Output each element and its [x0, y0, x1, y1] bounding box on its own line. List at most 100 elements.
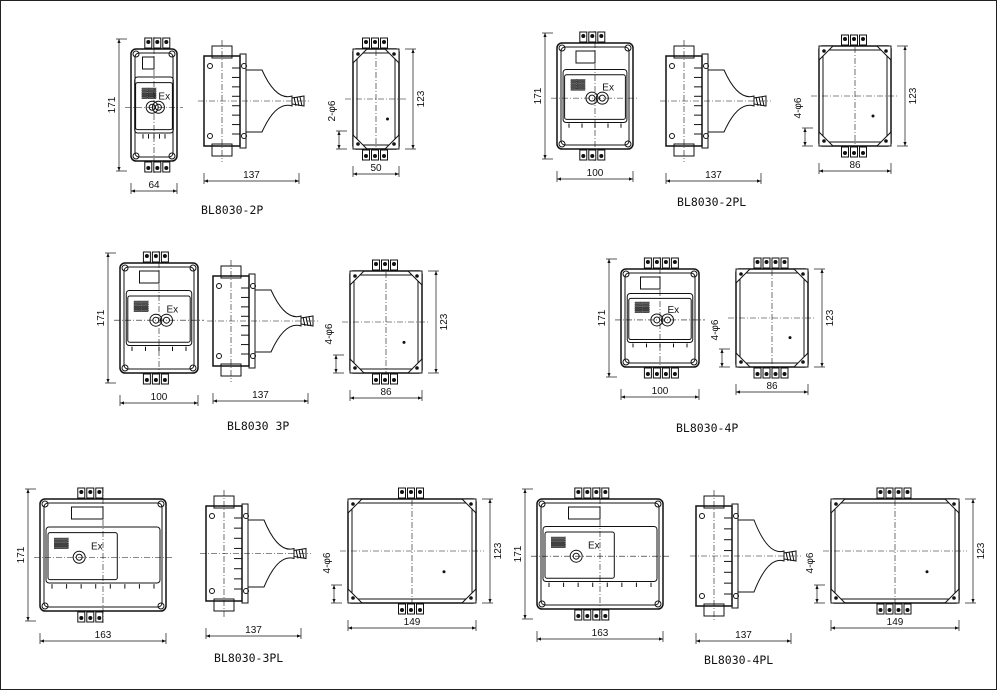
- terminal-screw: [364, 154, 368, 158]
- mounting-ear: [460, 587, 477, 604]
- terminal-screw: [382, 40, 386, 44]
- mounting-hole: [132, 152, 140, 160]
- mounting-hole: [41, 500, 49, 508]
- terminal-screw: [144, 254, 149, 258]
- terminal-screw: [400, 490, 404, 494]
- dimension-label: 137: [705, 170, 722, 181]
- model-caption-bl8030-3pl: BL8030-3PL: [214, 651, 284, 665]
- terminal-screw: [896, 490, 901, 494]
- terminal-screw: [878, 490, 883, 494]
- dimension-label: 86: [766, 381, 778, 392]
- mounting-hole: [739, 360, 743, 364]
- terminal-screw: [672, 372, 677, 376]
- earth-point: [925, 570, 929, 574]
- bolt: [207, 133, 213, 139]
- mounting-hole: [157, 602, 165, 610]
- terminal-screw: [373, 154, 377, 158]
- dimension-arrow: [815, 599, 819, 603]
- cable-gland: [291, 95, 305, 107]
- gland-thread: [299, 96, 303, 107]
- mounting-hole: [884, 139, 888, 143]
- mounting-ear: [406, 270, 423, 287]
- gland-thread: [302, 316, 306, 327]
- dimension-arrow: [26, 489, 30, 493]
- dimension-arrow: [607, 373, 611, 377]
- dimension-arrow: [543, 33, 547, 37]
- dimension-arrow: [803, 128, 807, 132]
- dimension-arrow: [411, 145, 415, 149]
- hole-spec-label: 4-φ6: [710, 319, 721, 340]
- brand-mark: ▓▓: [551, 536, 566, 548]
- dimension-arrow: [117, 39, 121, 43]
- dimension-arrow: [696, 639, 700, 643]
- mounting-hole: [558, 140, 566, 148]
- cover-plate: [125, 290, 193, 346]
- brand-mark: ▓▓: [134, 300, 149, 312]
- dimension-arrow: [757, 179, 761, 183]
- mounting-hole: [415, 366, 419, 370]
- terminal-screw: [603, 614, 608, 618]
- dimension-arrow: [348, 626, 352, 630]
- hole-spec-label: 4-φ6: [324, 323, 335, 344]
- terminal-screw: [374, 262, 378, 266]
- ex-marking: Ex: [91, 541, 103, 552]
- dimension-arrow: [334, 355, 338, 359]
- terminal-screw: [383, 262, 387, 266]
- mounting-ear: [347, 498, 364, 515]
- dimension-arrow: [803, 142, 807, 146]
- terminal-screw: [764, 260, 769, 264]
- mounting-hole: [822, 49, 826, 53]
- side-view: 137: [207, 260, 318, 404]
- terminal-screw: [79, 616, 84, 620]
- dimension-arrow: [971, 599, 975, 603]
- terminal-screw: [590, 34, 595, 38]
- bolt: [243, 513, 249, 519]
- mounting-ear: [349, 270, 366, 287]
- gland-thread: [755, 96, 759, 107]
- dimension-arrow: [720, 349, 724, 353]
- dimension-label: 123: [976, 542, 987, 559]
- dimension-arrow: [537, 637, 541, 641]
- dimension-arrow: [695, 395, 699, 399]
- dimension-arrow: [332, 599, 336, 603]
- mounting-hole: [834, 596, 838, 600]
- side-view: 137: [660, 40, 771, 184]
- earth-point: [442, 570, 446, 574]
- terminal-screw: [663, 372, 668, 376]
- mounting-ear: [830, 587, 847, 604]
- dimension-arrow: [831, 626, 835, 630]
- bolt: [216, 353, 222, 359]
- gland-thread: [296, 96, 300, 107]
- bolt: [699, 593, 705, 599]
- gland-thread: [308, 316, 312, 327]
- dimension-label: 123: [908, 87, 919, 104]
- mounting-hole: [353, 366, 357, 370]
- dimension-label: 149: [404, 617, 421, 628]
- mounting-hole: [801, 360, 805, 364]
- bolt: [216, 283, 222, 289]
- mounting-hole: [654, 500, 662, 508]
- hole-spec-label: 2-φ6: [327, 100, 338, 121]
- mounting-hole: [558, 44, 566, 52]
- terminal-screw: [400, 608, 404, 612]
- terminal-screw: [576, 614, 581, 618]
- terminal-screw: [852, 37, 856, 41]
- side-view: 137: [198, 40, 309, 184]
- mounting-hole: [624, 44, 632, 52]
- name-plate: [544, 531, 615, 579]
- dimension-arrow: [353, 172, 357, 176]
- dimension-arrow: [666, 179, 670, 183]
- brand-mark: ▓▓: [142, 87, 157, 99]
- dimension-label: 123: [493, 542, 504, 559]
- dimension-arrow: [488, 499, 492, 503]
- dimension-label: 171: [513, 545, 524, 562]
- terminal-screw: [418, 608, 422, 612]
- dimension-arrow: [304, 399, 308, 403]
- ex-marking: Ex: [158, 91, 170, 102]
- terminal-screw: [164, 40, 169, 44]
- terminal-screw: [144, 378, 149, 382]
- bolt: [703, 133, 709, 139]
